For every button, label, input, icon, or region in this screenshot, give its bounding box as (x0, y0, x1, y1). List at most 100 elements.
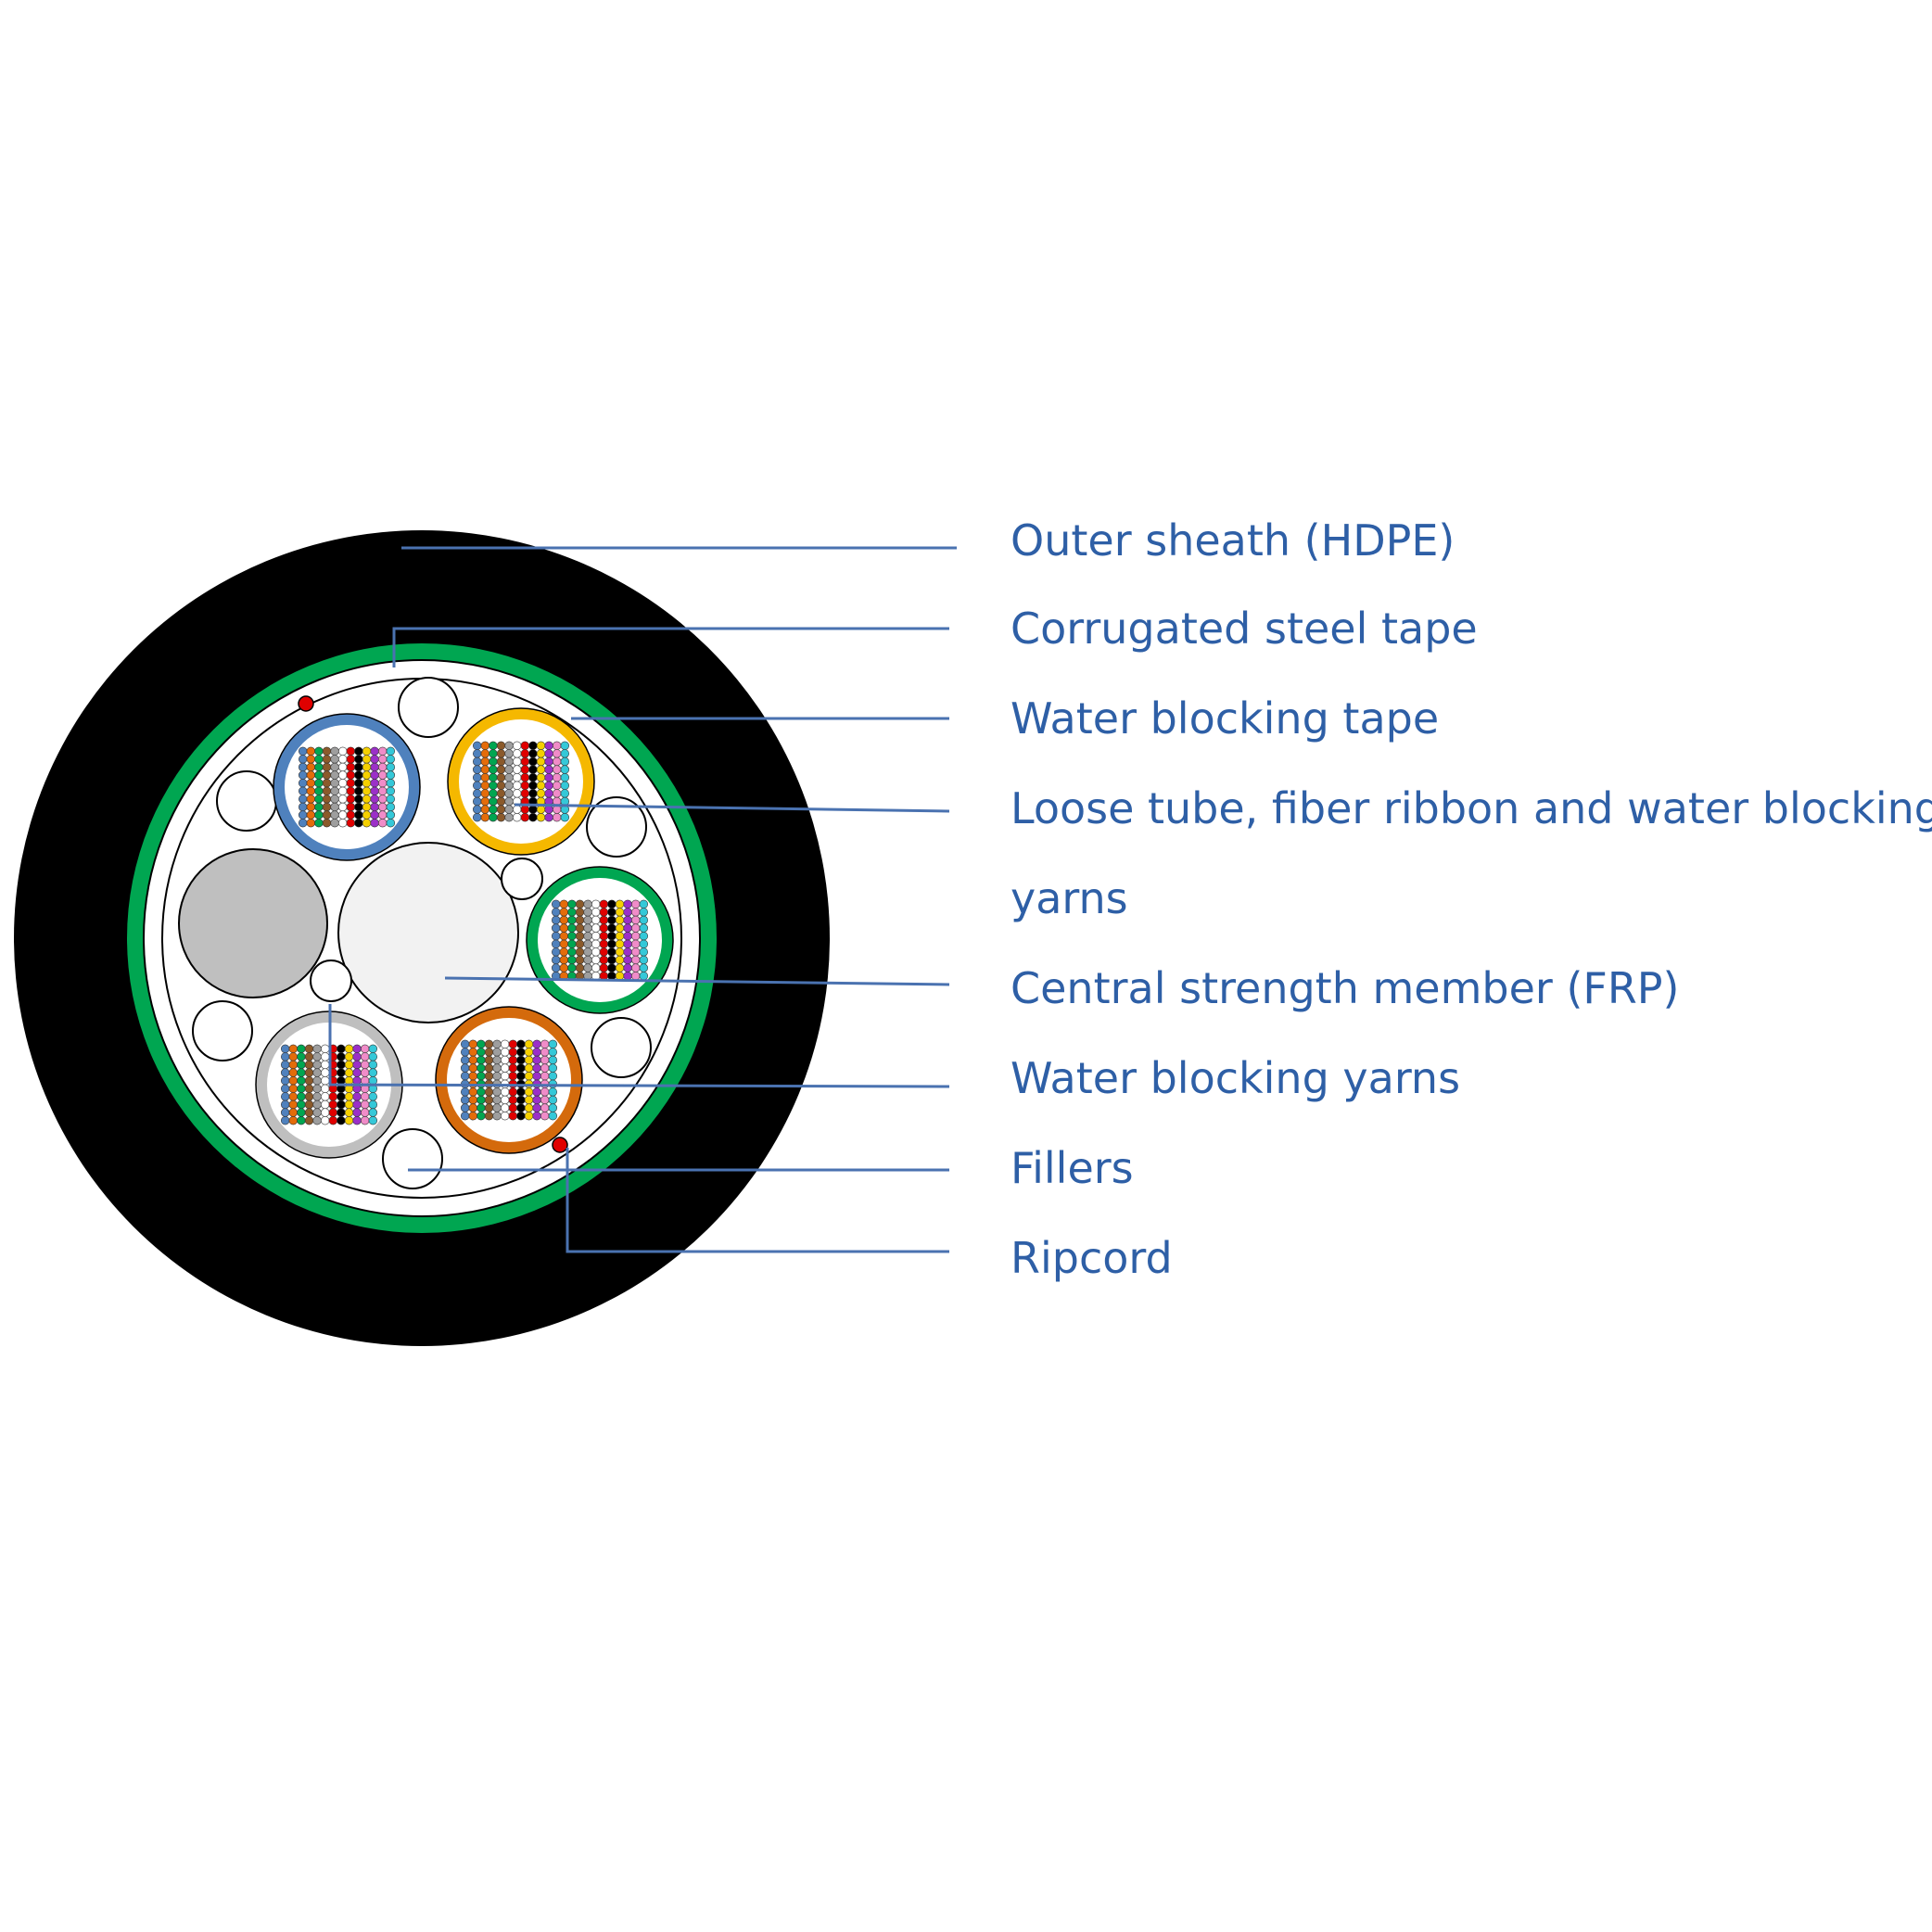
fiber (524, 1063, 534, 1073)
fiber (639, 915, 648, 925)
fiber (528, 781, 538, 790)
fiber (615, 908, 625, 917)
filler (501, 858, 543, 900)
fiber (536, 781, 546, 790)
fiber (559, 923, 568, 933)
fiber (346, 746, 355, 756)
fiber (551, 963, 561, 972)
fiber (615, 947, 625, 957)
fiber (489, 812, 498, 822)
fiber (567, 963, 577, 972)
fiber (312, 1075, 322, 1086)
fiber (607, 908, 616, 917)
fiber (552, 781, 562, 790)
fiber (520, 756, 529, 767)
fiber (338, 778, 348, 788)
fiber (540, 1103, 550, 1112)
fiber (615, 963, 625, 972)
label-central-strength-member: Central strength member (FRP) (1010, 963, 1680, 1013)
fiber (314, 746, 324, 756)
fiber (484, 1055, 494, 1065)
fiber (583, 955, 592, 965)
fiber (500, 1063, 510, 1073)
fiber (322, 810, 332, 820)
fiber (615, 971, 625, 981)
fiber (344, 1092, 354, 1101)
filler (310, 960, 352, 1002)
leader-water-blocking-yarns (328, 1004, 950, 1088)
fiber (378, 770, 388, 780)
fiber (314, 770, 324, 780)
fiber (623, 971, 632, 981)
fiber (484, 1063, 494, 1073)
fiber (551, 931, 561, 941)
fiber (352, 1068, 362, 1077)
fiber (536, 812, 546, 822)
fiber (386, 755, 395, 764)
fiber (361, 1108, 370, 1117)
fiber (344, 1052, 354, 1061)
fiber (306, 802, 315, 812)
fiber (536, 805, 546, 814)
fiber (337, 1052, 346, 1061)
fiber (591, 908, 601, 917)
fiber (304, 1084, 314, 1094)
fiber (321, 1060, 330, 1070)
fiber (321, 1052, 330, 1061)
fiber (528, 765, 538, 774)
fiber (370, 746, 379, 756)
fiber (473, 741, 482, 750)
fiber (297, 1068, 306, 1077)
fiber (386, 778, 395, 788)
fiber (500, 1039, 510, 1049)
fiber (312, 1099, 322, 1110)
fiber (461, 1063, 470, 1073)
fiber (306, 755, 315, 764)
fiber (480, 749, 489, 758)
fiber (362, 786, 372, 795)
fiber (548, 1111, 557, 1121)
fiber (615, 923, 625, 933)
fiber (368, 1092, 377, 1101)
fiber (639, 947, 648, 957)
fiber (599, 899, 608, 909)
fiber (492, 1095, 502, 1105)
fiber (630, 971, 641, 981)
fiber (489, 789, 498, 798)
fiber (548, 1087, 557, 1097)
fiber (346, 818, 355, 828)
fiber (623, 963, 632, 972)
fiber (630, 899, 641, 909)
fiber (512, 772, 522, 782)
fiber (567, 915, 577, 925)
fiber (354, 810, 363, 820)
fiber (516, 1111, 526, 1121)
fiber (299, 762, 308, 772)
fiber (328, 1115, 337, 1125)
fiber (559, 899, 568, 909)
fiber (473, 796, 482, 807)
fiber (306, 770, 315, 780)
fiber (370, 755, 379, 764)
fiber (524, 1087, 534, 1097)
fiber (461, 1039, 470, 1049)
fiber (473, 781, 482, 790)
fiber (378, 818, 388, 828)
fiber (540, 1039, 550, 1049)
fiber (354, 786, 363, 795)
fiber (461, 1103, 470, 1112)
fiber (536, 756, 546, 767)
fiber (480, 796, 489, 807)
ripcord (552, 1137, 568, 1153)
fiber (552, 772, 562, 782)
fiber (630, 939, 641, 948)
fiber (489, 805, 498, 814)
fiber (328, 1099, 337, 1110)
fiber (338, 810, 348, 820)
fiber (639, 955, 648, 965)
filler (382, 1128, 443, 1189)
fiber (330, 810, 339, 820)
fiber (346, 802, 355, 812)
fiber (346, 810, 355, 820)
fiber (361, 1052, 370, 1061)
